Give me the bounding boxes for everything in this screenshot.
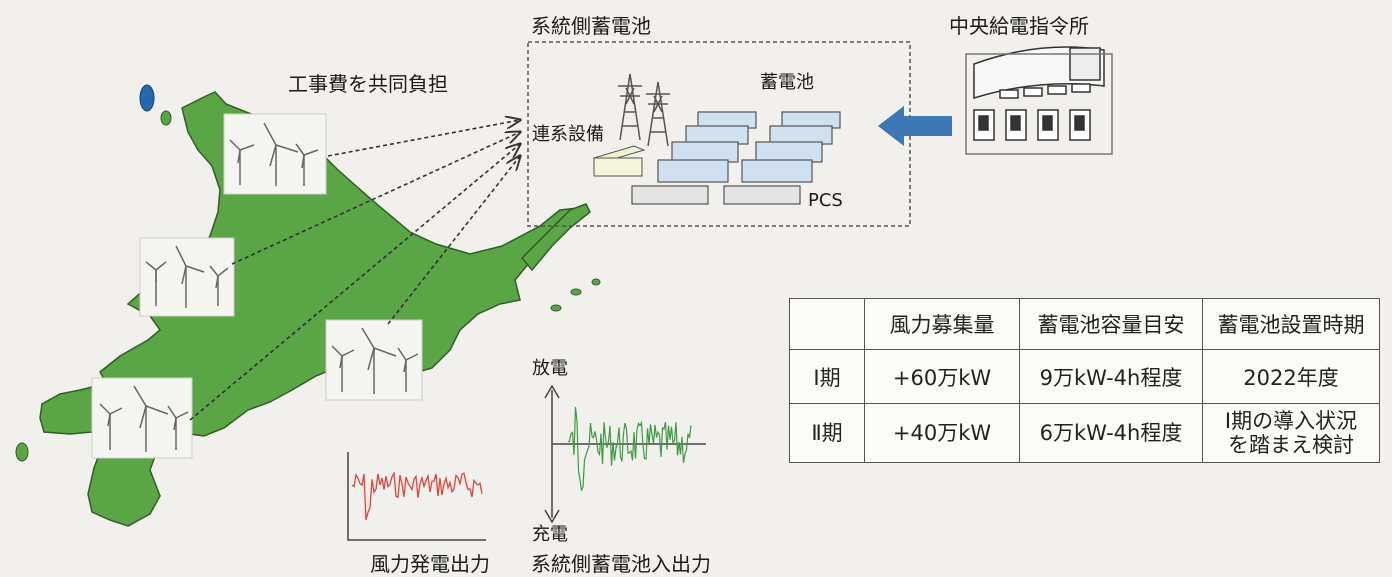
interconnection-label: 連系設備 xyxy=(532,124,604,145)
cost-sharing-label: 工事費を共同負担 xyxy=(288,72,448,96)
rebun-island xyxy=(160,110,172,126)
phase-cell: Ⅰ期 xyxy=(789,349,865,404)
timing-cell: 2022年度 xyxy=(1202,349,1380,404)
wind-farm-central xyxy=(325,319,423,401)
battery-label: 蓄電池 xyxy=(760,72,814,93)
battery-system-box xyxy=(527,41,911,227)
okushiri-island xyxy=(15,442,29,462)
battery-io-graph xyxy=(544,384,706,524)
kunashiri-island-2 xyxy=(570,288,582,296)
table-row: Ⅰ期 +60万kW 9万kW-4h程度 2022年度 xyxy=(789,349,1380,404)
pcs-label: PCS xyxy=(808,190,843,211)
arrow-from-south xyxy=(189,144,520,421)
table-header-row: 風力募集量 蓄電池容量目安 蓄電池設置時期 xyxy=(789,298,1380,350)
phase-table: 風力募集量 蓄電池容量目安 蓄電池設置時期 Ⅰ期 +60万kW 9万kW-4h程… xyxy=(789,298,1380,463)
wind-cell: +60万kW xyxy=(864,349,1020,404)
table-header-cell: 風力募集量 xyxy=(864,298,1020,350)
wind-farm-north xyxy=(223,113,327,195)
battery-blocks xyxy=(631,111,841,205)
wind-output-graph xyxy=(347,452,486,541)
capacity-cell: 9万kW-4h程度 xyxy=(1019,349,1203,404)
battery-system-title: 系統側蓄電池 xyxy=(531,14,651,38)
phase-cell: Ⅱ期 xyxy=(789,403,865,463)
wind-farm-south xyxy=(91,377,193,459)
table-row: Ⅱ期 +40万kW 6万kW-4h程度 Ⅰ期の導入状況 を踏まえ検討 xyxy=(789,403,1380,463)
control-center-icon xyxy=(965,46,1113,155)
discharge-label: 放電 xyxy=(532,358,568,379)
wind-output-label: 風力発電出力 xyxy=(370,552,490,576)
kunashiri-island-3 xyxy=(591,278,601,286)
timing-line-2: を踏まえ検討 xyxy=(1228,433,1354,457)
battery-io-label: 系統側蓄電池入出力 xyxy=(531,552,711,576)
wind-cell: +40万kW xyxy=(864,403,1020,463)
capacity-cell: 6万kW-4h程度 xyxy=(1019,403,1203,463)
transmission-tower-icon xyxy=(618,73,670,147)
table-header-cell: 蓄電池設置時期 xyxy=(1202,298,1380,350)
interconnection-equipment xyxy=(592,145,646,177)
table-header-cell xyxy=(789,298,865,350)
control-signal-arrow xyxy=(878,106,952,146)
shiretoko-peninsula xyxy=(520,203,591,272)
kunashiri-island-1 xyxy=(550,304,562,312)
wind-farm-west xyxy=(139,237,235,317)
control-center-label: 中央給電指令所 xyxy=(949,14,1089,38)
arrow-from-central xyxy=(387,156,520,325)
charge-label: 充電 xyxy=(532,524,568,545)
arrow-from-north xyxy=(327,120,520,157)
timing-line-1: Ⅰ期の導入状況 xyxy=(1224,409,1358,433)
timing-cell: Ⅰ期の導入状況 を踏まえ検討 xyxy=(1202,403,1380,463)
cost-sharing-arrows xyxy=(189,120,520,421)
table-header-cell: 蓄電池容量目安 xyxy=(1019,298,1203,350)
arrow-from-west xyxy=(231,132,520,265)
rishiri-island xyxy=(139,84,155,112)
